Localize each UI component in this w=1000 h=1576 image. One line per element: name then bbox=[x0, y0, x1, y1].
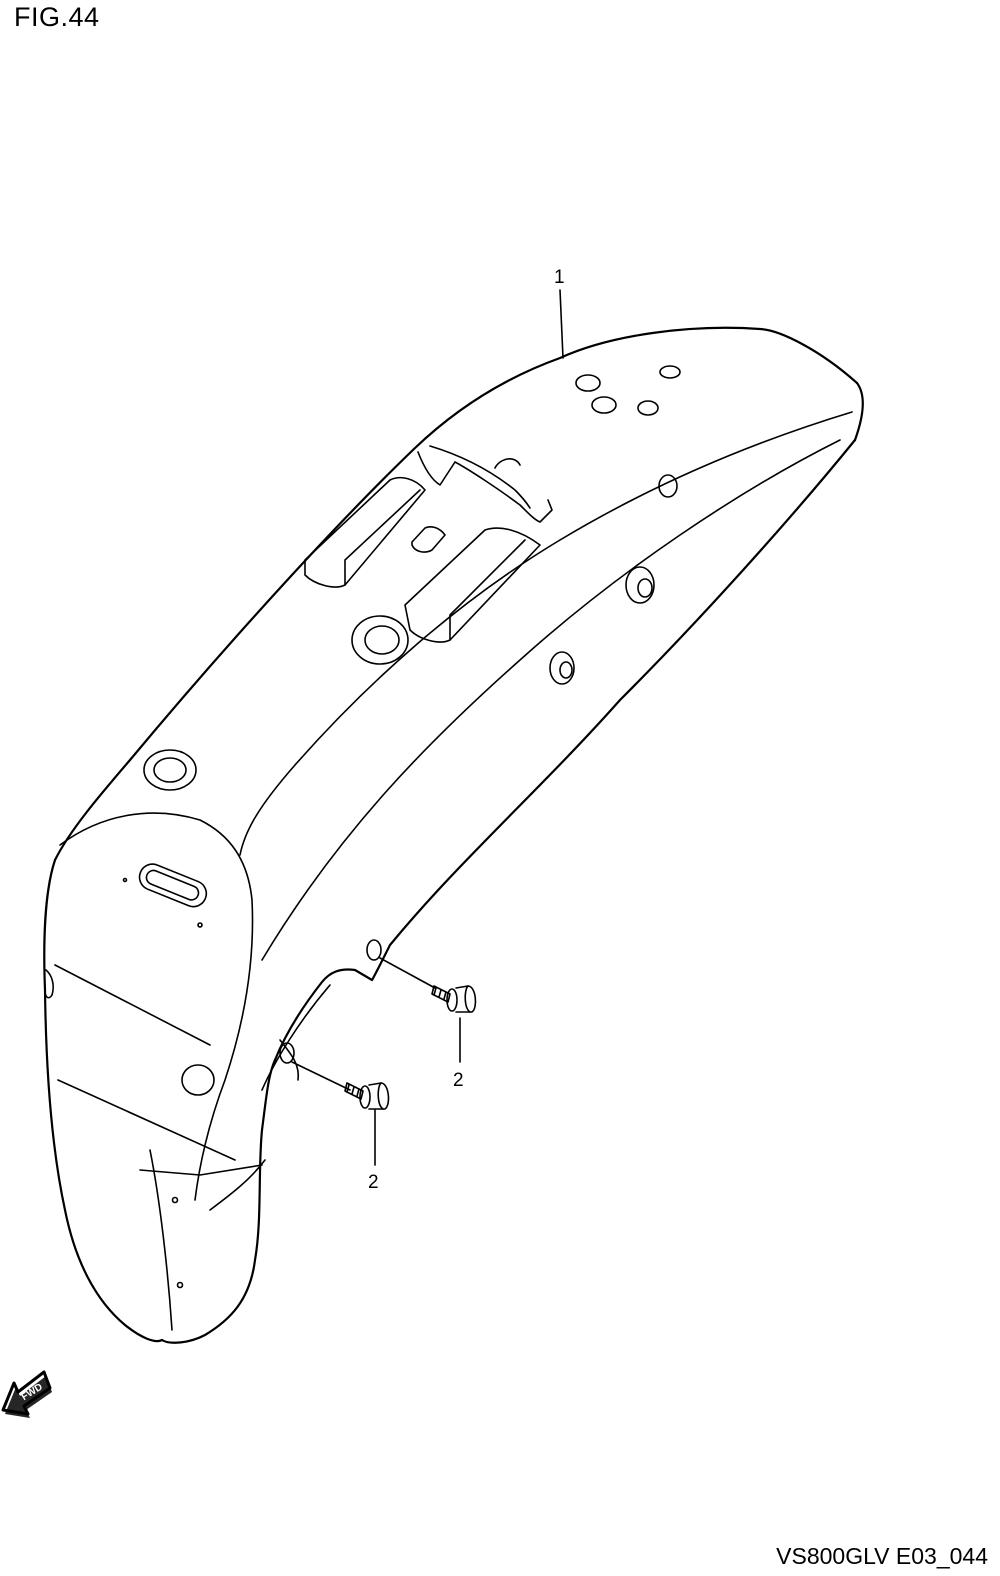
callout-1[interactable]: 1 bbox=[554, 267, 565, 288]
leader-line-bolt-upper bbox=[379, 957, 436, 989]
leader-line-bolt-lower bbox=[291, 1061, 351, 1091]
rear-fender[interactable] bbox=[43, 326, 864, 1344]
flange-bolt-icon[interactable] bbox=[431, 985, 477, 1013]
flange-bolt-icon[interactable] bbox=[344, 1082, 390, 1110]
fwd-arrow-icon: FWD bbox=[1, 1370, 52, 1418]
figure-title: FIG.44 bbox=[14, 2, 100, 32]
leader-line-1 bbox=[559, 289, 564, 359]
callout-2-lower[interactable]: 2 bbox=[368, 1172, 379, 1193]
callout-2-upper[interactable]: 2 bbox=[453, 1070, 464, 1091]
drawing-code: VS800GLV E03_044 bbox=[776, 1543, 988, 1569]
